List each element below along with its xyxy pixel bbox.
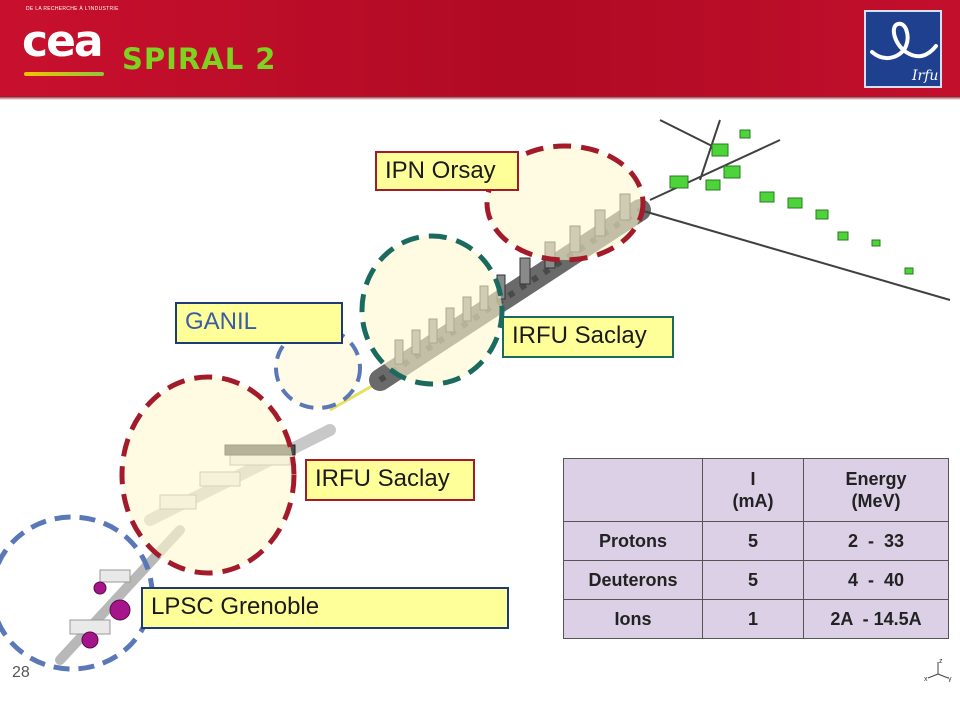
table-header-current: I (mA) xyxy=(702,458,804,522)
table-header-empty xyxy=(563,458,703,522)
table-header-row: I (mA) Energy (MeV) xyxy=(563,458,949,522)
table-cell-energy: 2 - 33 xyxy=(803,521,949,561)
beam-parameters-table: I (mA) Energy (MeV) Protons 5 2 - 33 Deu… xyxy=(563,458,949,639)
label-ganil: GANIL xyxy=(175,302,343,344)
axes-icon: z x y xyxy=(924,658,952,682)
table-cell-current: 5 xyxy=(702,521,804,561)
label-lpsc-grenoble: LPSC Grenoble xyxy=(141,587,509,629)
header-energy-line1: Energy xyxy=(845,469,907,489)
ellipse-irfu-saclay-top xyxy=(359,233,505,387)
table-cell-particle: Deuterons xyxy=(563,560,703,600)
table-header-energy: Energy (MeV) xyxy=(803,458,949,522)
cea-logo: DE LA RECHERCHE À L'INDUSTRIE cea xyxy=(18,6,118,84)
table-row: Protons 5 2 - 33 xyxy=(563,521,949,561)
accelerator-drawing xyxy=(0,119,951,672)
irfu-logo-text: Irfu xyxy=(911,68,938,84)
axis-z-label: z xyxy=(939,658,943,665)
irfu-logo-icon: Irfu xyxy=(870,21,938,84)
cea-tagline: DE LA RECHERCHE À L'INDUSTRIE xyxy=(26,6,119,12)
irfu-logo: Irfu xyxy=(864,10,942,88)
cea-logo-bar xyxy=(24,72,104,76)
axis-y-label: y xyxy=(948,676,952,682)
cea-logo-word: cea xyxy=(22,16,104,67)
source-magnets xyxy=(81,581,131,649)
table-cell-energy: 4 - 40 xyxy=(803,560,949,600)
header-current-line2: (mA) xyxy=(732,491,774,511)
table-cell-current: 5 xyxy=(702,560,804,600)
table-cell-particle: Protons xyxy=(563,521,703,561)
axis-x-label: x xyxy=(924,676,928,682)
header-energy-line2: (MeV) xyxy=(851,491,901,511)
label-irfu-saclay-mid: IRFU Saclay xyxy=(305,459,475,501)
label-irfu-saclay-top: IRFU Saclay xyxy=(502,316,674,358)
ellipse-irfu-saclay-mid xyxy=(119,374,297,576)
slide-number: 28 xyxy=(12,664,30,681)
beam-table: I (mA) Energy (MeV) Protons 5 2 - 33 Deu… xyxy=(563,458,949,639)
accelerator-diagram: IPN Orsay GANIL IRFU Saclay IRFU Saclay … xyxy=(0,100,960,720)
table-row: Deuterons 5 4 - 40 xyxy=(563,560,949,600)
slide-title: SPIRAL 2 xyxy=(122,42,277,76)
header-shadow xyxy=(0,96,960,100)
header-band xyxy=(0,0,960,96)
ellipse-ipn-orsay xyxy=(484,143,646,263)
table-row: Ions 1 2A - 14.5A xyxy=(563,599,949,639)
header-current-line1: I xyxy=(750,469,756,489)
beamline-magnets xyxy=(669,129,914,275)
table-cell-current: 1 xyxy=(702,599,804,639)
table-cell-energy: 2A - 14.5A xyxy=(803,599,949,639)
table-cell-particle: Ions xyxy=(563,599,703,639)
label-ipn-orsay: IPN Orsay xyxy=(375,151,519,191)
